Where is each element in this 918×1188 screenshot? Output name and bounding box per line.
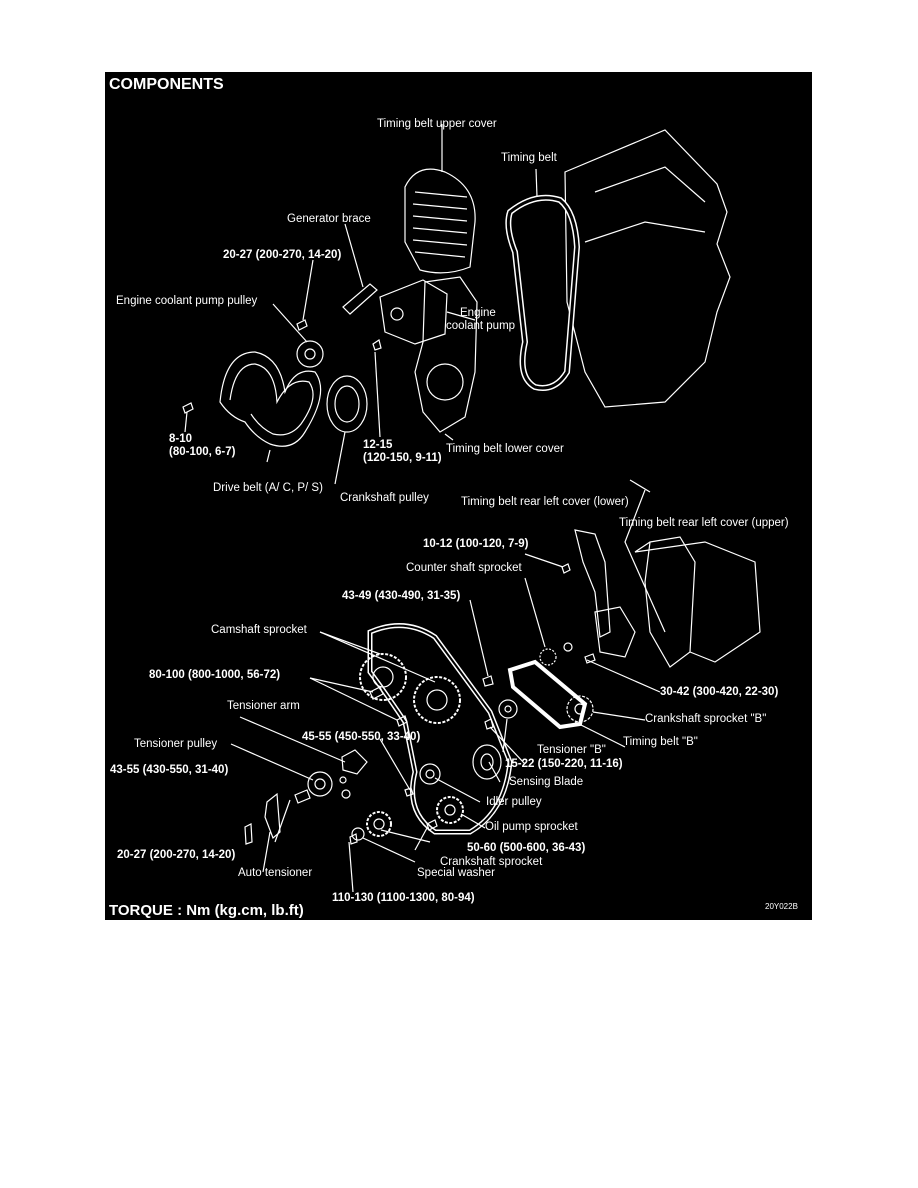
components-diagram: COMPONENTS Timing belt upper cover Timin… — [105, 72, 812, 920]
counter-shaft-sprocket — [539, 648, 557, 666]
label-torque-43-55: 43-55 (430-550, 31-40) — [110, 764, 229, 776]
label-torque-43-49: 43-49 (430-490, 31-35) — [342, 590, 461, 602]
engine-block — [564, 129, 731, 408]
label-rear-left-cover-upper: Timing belt rear left cover (upper) — [619, 517, 789, 529]
crankshaft-sprocket-b — [566, 695, 594, 723]
idler-pulley — [419, 763, 441, 785]
auto-tensioner — [264, 792, 281, 840]
label-generator-brace: Generator brace — [287, 213, 371, 225]
label-torque-8-10-a: 8-10 — [169, 433, 193, 445]
label-torque-30-42: 30-42 (300-420, 22-30) — [660, 686, 779, 698]
label-tensioner-arm: Tensioner arm — [227, 700, 300, 712]
label-counter-shaft-sprocket: Counter shaft sprocket — [406, 562, 522, 574]
torque-note: TORQUE : Nm (kg.cm, lb.ft) — [109, 902, 304, 919]
label-engine-coolant-pump-1: Engine — [460, 307, 496, 319]
label-idler-pulley: Idler pulley — [486, 796, 542, 808]
label-oil-pump-sprocket: Oil pump sprocket — [485, 821, 578, 833]
sensing-blade — [472, 744, 502, 780]
tensioner-pulley — [307, 771, 333, 797]
generator-brace — [342, 283, 378, 315]
label-crankshaft-sprocket-b: Crankshaft sprocket "B" — [645, 713, 767, 725]
label-camshaft-sprocket: Camshaft sprocket — [211, 624, 307, 636]
label-timing-belt-lower-cover: Timing belt lower cover — [446, 443, 564, 455]
drive-belt — [219, 351, 322, 447]
balance-bracket — [594, 606, 636, 658]
exploded-view-drawing — [182, 124, 761, 893]
label-timing-belt-b: Timing belt "B" — [623, 736, 698, 748]
tensioner-arm — [341, 749, 368, 775]
camshaft-bolt-2 — [396, 715, 408, 727]
label-drive-belt: Drive belt (A/ C, P/ S) — [213, 482, 323, 494]
label-rear-left-cover-lower: Timing belt rear left cover (lower) — [461, 496, 629, 508]
label-torque-20-27-bottom: 20-27 (200-270, 14-20) — [117, 849, 236, 861]
figure-code: 20Y022B — [765, 902, 798, 911]
timing-belt-b — [507, 659, 588, 730]
label-torque-80-100: 80-100 (800-1000, 56-72) — [149, 669, 281, 681]
label-crankshaft-sprocket: Crankshaft sprocket — [440, 856, 543, 868]
label-tensioner-b: Tensioner "B" — [537, 744, 606, 756]
crankshaft-pulley — [326, 375, 368, 433]
engine-coolant-pump-pulley — [296, 340, 324, 368]
label-crankshaft-pulley: Crankshaft pulley — [340, 492, 429, 504]
tensioner-b — [498, 699, 518, 719]
label-engine-coolant-pump-pulley: Engine coolant pump pulley — [116, 295, 258, 307]
label-torque-8-10-b: (80-100, 6-7) — [169, 446, 236, 458]
label-timing-belt: Timing belt — [501, 152, 557, 164]
label-auto-tensioner: Auto tensioner — [238, 867, 313, 879]
label-torque-15-22: 15-22 (150-220, 11-16) — [505, 758, 623, 770]
timing-belt-upper-cover — [404, 168, 476, 274]
camshaft-sprocket-right — [413, 676, 461, 724]
label-engine-coolant-pump-2: coolant pump — [446, 320, 516, 332]
label-special-washer: Special washer — [417, 867, 495, 879]
label-torque-10-12: 10-12 (100-120, 7-9) — [423, 538, 529, 550]
engine-coolant-pump — [379, 279, 448, 345]
label-torque-50-60: 50-60 (500-600, 36-43) — [467, 842, 586, 854]
timing-belt-rear-left-cover-upper — [644, 536, 696, 668]
label-torque-12-15-b: (120-150, 9-11) — [363, 452, 442, 464]
label-torque-45-55: 45-55 (450-550, 33-40) — [302, 731, 421, 743]
special-washer — [351, 827, 365, 841]
timing-belt-lower-cover — [414, 276, 478, 433]
label-torque-12-15-a: 12-15 — [363, 439, 393, 451]
camshaft-bolt-1 — [369, 686, 384, 700]
label-tensioner-pulley: Tensioner pulley — [134, 738, 218, 750]
label-torque-20-27-top: 20-27 (200-270, 14-20) — [223, 249, 342, 261]
oil-pump-sprocket — [436, 796, 464, 824]
timing-belt-rear-left-cover-lower — [574, 529, 611, 638]
crankshaft-sprocket — [366, 811, 392, 837]
camshaft-sprocket-left — [359, 653, 407, 701]
label-timing-belt-upper-cover: Timing belt upper cover — [377, 118, 497, 130]
page-title: COMPONENTS — [109, 76, 224, 93]
label-torque-110-130: 110-130 (1100-1300, 80-94) — [332, 892, 475, 904]
label-sensing-blade: Sensing Blade — [509, 776, 584, 788]
